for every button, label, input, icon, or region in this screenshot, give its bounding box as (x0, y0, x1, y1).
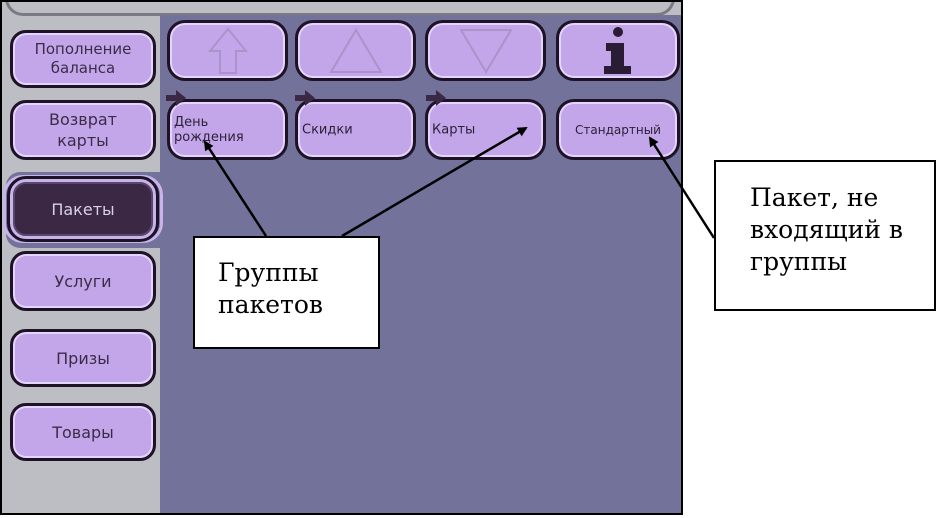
callout-text: Пакет, не входящий в группы (750, 183, 903, 276)
package-group-birthday-button[interactable]: День рождения (167, 99, 288, 160)
group-arrow-icon (166, 90, 186, 106)
package-standard-button[interactable]: Стандартный (556, 99, 680, 160)
package-label: Стандартный (575, 122, 661, 137)
back-button[interactable] (167, 20, 288, 81)
sidebar-item-label: Товары (52, 422, 114, 442)
selected-tab-ring (3, 175, 163, 243)
package-group-discounts-button[interactable]: Скидки (295, 99, 416, 160)
info-button[interactable] (556, 20, 680, 81)
callout-package-groups: Группы пакетов (193, 236, 380, 349)
sidebar-item-label: Возврат карты (49, 110, 117, 150)
sidebar-item-label: Пакеты (51, 199, 115, 219)
triangle-up-icon (328, 27, 383, 73)
callout-text: Группы пакетов (218, 258, 323, 319)
package-group-cards-button[interactable]: Карты (425, 99, 546, 160)
sidebar-item-label: Призы (56, 348, 110, 368)
callout-standalone-package: Пакет, не входящий в группы (714, 160, 936, 311)
sidebar-item-goods[interactable]: Товары (10, 403, 156, 461)
sidebar-item-label: Услуги (54, 271, 112, 291)
triangle-down-icon (458, 28, 513, 74)
sidebar-item-balance-topup[interactable]: Пополнение баланса (10, 30, 156, 88)
group-arrow-icon (295, 90, 315, 106)
top-bar (5, 2, 675, 16)
sidebar-item-label: Пополнение баланса (34, 40, 132, 77)
sidebar-item-prizes[interactable]: Призы (10, 329, 156, 387)
info-icon (604, 26, 631, 74)
group-arrow-icon (426, 90, 446, 106)
package-group-label: Скидки (302, 122, 353, 137)
package-group-label: Карты (432, 122, 476, 137)
sidebar-item-card-return[interactable]: Возврат карты (10, 100, 156, 160)
scroll-up-button[interactable] (295, 20, 416, 81)
up-arrow-outline-icon (207, 26, 248, 74)
scroll-down-button[interactable] (425, 20, 546, 81)
app-window: Пополнение баланса Возврат карты Пакеты … (0, 0, 683, 515)
sidebar-item-services[interactable]: Услуги (10, 251, 156, 311)
sidebar-item-packages[interactable]: Пакеты (7, 176, 159, 242)
package-group-label: День рождения (174, 114, 244, 145)
